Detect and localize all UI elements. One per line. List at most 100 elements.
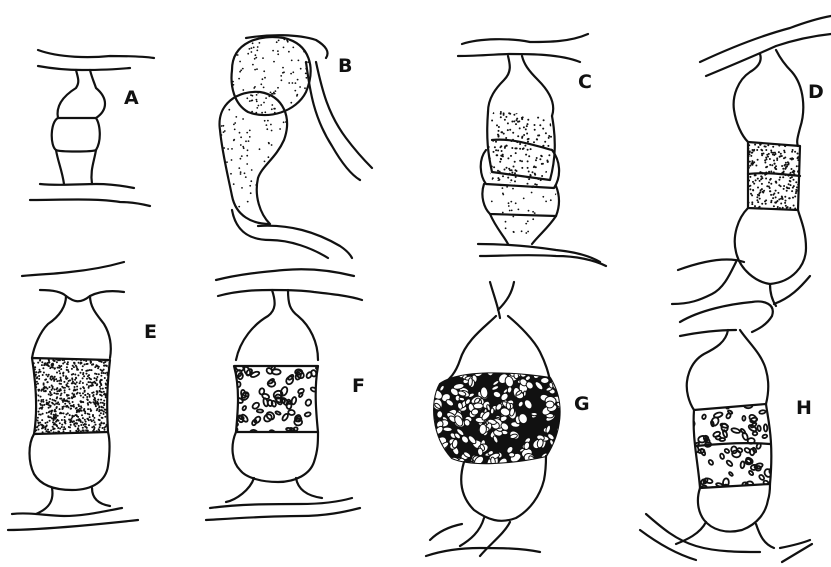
- stipple-dot: [534, 174, 536, 176]
- stipple-dot: [66, 395, 68, 397]
- stipple-dot: [801, 170, 803, 172]
- stipple-dot: [56, 361, 58, 363]
- stipple-dot: [55, 402, 57, 404]
- stipple-dot: [80, 359, 82, 361]
- stipple-dot: [789, 158, 791, 160]
- stipple-dot: [83, 408, 85, 410]
- stipple-dot: [239, 132, 241, 134]
- granule: [561, 461, 567, 468]
- stipple-dot: [552, 236, 554, 238]
- stipple-dot: [287, 159, 289, 161]
- stipple-dot: [88, 424, 90, 426]
- stipple-dot: [110, 381, 112, 383]
- stipple-dot: [512, 132, 514, 134]
- stipple-dot: [306, 48, 308, 50]
- stipple-dot: [238, 206, 240, 208]
- stipple-dot: [53, 424, 55, 426]
- stipple-dot: [280, 191, 282, 193]
- stipple-dot: [751, 160, 753, 162]
- stipple-dot: [32, 388, 34, 390]
- stipple-dot: [551, 232, 553, 234]
- stipple-dot: [242, 89, 244, 91]
- stipple-dot: [42, 374, 44, 376]
- stipple-dot: [550, 123, 552, 125]
- stipple-dot: [43, 382, 45, 384]
- stipple-dot: [83, 359, 85, 361]
- stipple-dot: [271, 93, 273, 95]
- stipple-dot: [750, 193, 752, 195]
- granule: [557, 443, 566, 452]
- stipple-dot: [81, 355, 83, 357]
- stipple-dot: [111, 401, 113, 403]
- stipple-dot: [101, 372, 103, 374]
- stipple-dot: [778, 151, 780, 153]
- stipple-dot: [767, 140, 769, 142]
- stipple-dot: [89, 396, 91, 398]
- stipple-dot: [240, 136, 242, 138]
- stipple-dot: [63, 381, 65, 383]
- stipple-dot: [774, 163, 776, 165]
- stipple-dot: [519, 127, 521, 129]
- stipple-dot: [273, 61, 275, 63]
- stipple-dot: [90, 360, 92, 362]
- granule: [561, 427, 569, 435]
- stipple-dot: [749, 165, 751, 167]
- stipple-dot: [290, 102, 292, 104]
- stipple-dot: [250, 180, 252, 182]
- stipple-dot: [789, 140, 791, 142]
- stipple-dot: [255, 112, 257, 114]
- panel-b: B: [215, 33, 372, 258]
- stipple-dot: [32, 426, 34, 428]
- stipple-dot: [66, 384, 68, 386]
- stipple-dot: [53, 392, 55, 394]
- stipple-dot: [263, 206, 265, 208]
- stipple-dot: [40, 414, 42, 416]
- stipple-dot: [265, 97, 267, 99]
- stipple-dot: [247, 201, 249, 203]
- stipple-dot: [535, 159, 537, 161]
- stipple-dot: [253, 47, 255, 49]
- stipple-dot: [537, 111, 539, 113]
- stipple-dot: [544, 141, 546, 143]
- stipple-dot: [257, 46, 259, 48]
- stipple-dot: [50, 410, 52, 412]
- stipple-dot: [98, 428, 100, 430]
- stipple-dot: [771, 151, 773, 153]
- stipple-dot: [532, 186, 534, 188]
- granule: [477, 363, 485, 373]
- stipple-dot: [510, 108, 512, 110]
- stipple-dot: [38, 400, 40, 402]
- stipple-dot: [87, 393, 89, 395]
- stipple-dot: [545, 171, 547, 173]
- stipple-dot: [773, 205, 775, 207]
- granule: [753, 486, 759, 493]
- stipple-dot: [61, 386, 63, 388]
- stipple-dot: [485, 231, 487, 233]
- granule: [774, 405, 778, 412]
- stipple-dot: [94, 398, 96, 400]
- stipple-dot: [68, 380, 70, 382]
- stipple-dot: [50, 394, 52, 396]
- stipple-dot: [31, 396, 33, 398]
- granule: [719, 453, 724, 459]
- stipple-dot: [59, 428, 61, 430]
- stipple-dot: [37, 420, 39, 422]
- stipple-dot: [516, 119, 518, 121]
- stipple-dot: [292, 82, 294, 84]
- stipple-dot: [485, 168, 487, 170]
- stipple-dot: [483, 143, 485, 145]
- stipple-dot: [80, 362, 82, 364]
- stipple-dot: [87, 363, 89, 365]
- granule: [479, 424, 487, 435]
- stipple-dot: [238, 167, 240, 169]
- stipple-dot: [273, 213, 275, 215]
- stipple-dot: [550, 136, 552, 138]
- stipple-dot: [272, 200, 274, 202]
- stipple-dot: [69, 414, 71, 416]
- stipple-dot: [104, 429, 106, 431]
- stipple-dot: [109, 428, 111, 430]
- stipple-dot: [789, 180, 791, 182]
- stipple-dot: [29, 418, 31, 420]
- stipple-dot: [256, 68, 258, 70]
- granule: [434, 454, 440, 460]
